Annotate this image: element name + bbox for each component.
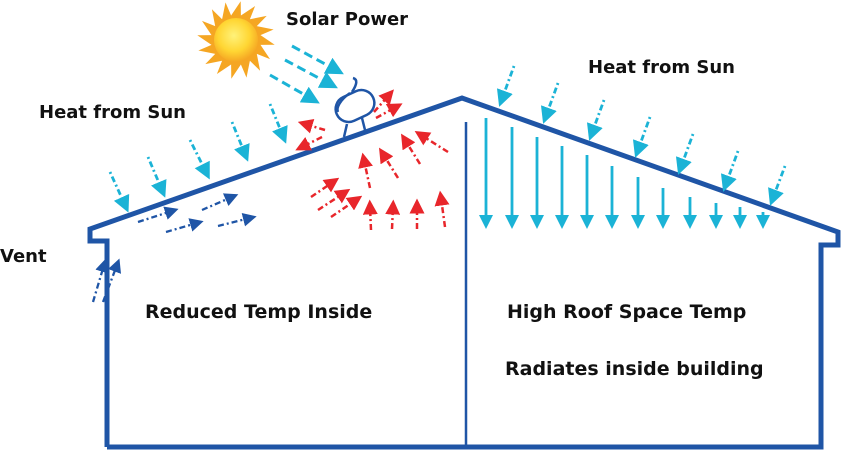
hot-air-arrows: [295, 89, 450, 231]
label-reduced-temp-inside: Reduced Temp Inside: [145, 301, 372, 323]
hot-air-arrow: [358, 152, 373, 189]
hot-air-arrow: [373, 89, 394, 113]
label-heat-from-sun-left: Heat from Sun: [39, 102, 186, 123]
hot-air-arrow: [362, 199, 378, 231]
vent-air-arrow: [165, 218, 204, 234]
heat-arrow: [632, 116, 652, 158]
label-solar-power: Solar Power: [286, 9, 408, 30]
heat-arrow: [230, 121, 250, 162]
heat-arrow: [675, 133, 695, 175]
label-high-roof-space-temp: High Roof Space Temp: [507, 301, 746, 323]
house-left-side: [87, 95, 841, 450]
hot-air-arrow: [295, 135, 323, 151]
vent-air-arrow: [137, 206, 179, 224]
sun-icon: [197, 1, 275, 79]
hot-air-arrow: [379, 147, 400, 179]
solar-beam-arrow: [284, 58, 338, 89]
hot-air-arrow: [414, 131, 449, 154]
heat-arrows-left: [108, 103, 288, 213]
radiating-heat-arrows: [479, 118, 770, 229]
sun-disc: [214, 18, 258, 62]
solar-beam-arrow: [269, 73, 320, 104]
vent-air-arrow: [101, 258, 122, 303]
hot-air-arrow: [401, 133, 422, 165]
vent-air-arrow: [91, 258, 109, 303]
vent-air-arrow: [201, 193, 239, 212]
hot-air-arrow: [297, 118, 326, 134]
heat-arrow: [540, 82, 560, 124]
heat-arrow: [188, 139, 210, 180]
heat-arrow: [768, 165, 787, 206]
hot-air-arrow: [317, 188, 351, 212]
heat-arrow: [108, 171, 130, 213]
house-outline: [87, 95, 841, 450]
label-radiates-inside-building: Radiates inside building: [505, 358, 764, 380]
hot-air-arrow: [375, 103, 403, 120]
hot-air-arrow: [330, 195, 363, 219]
vent-airflow-arrows: [91, 193, 257, 303]
heat-arrow: [496, 65, 516, 107]
heat-arrow: [268, 103, 288, 144]
solar-beam-arrow: [291, 44, 344, 75]
hot-air-arrow: [434, 190, 450, 228]
heat-arrow: [146, 156, 167, 198]
hot-air-arrow: [385, 199, 401, 230]
vent-air-arrow: [217, 212, 257, 228]
heat-arrow: [586, 99, 606, 141]
hot-air-arrow: [310, 177, 340, 199]
label-heat-from-sun-right: Heat from Sun: [588, 57, 735, 78]
solar-beam-arrows: [269, 44, 344, 104]
solar-roof-vent-icon: [334, 76, 376, 138]
heat-arrows-right: [496, 65, 787, 206]
heat-arrow: [720, 150, 740, 192]
label-vent: Vent: [0, 246, 47, 267]
